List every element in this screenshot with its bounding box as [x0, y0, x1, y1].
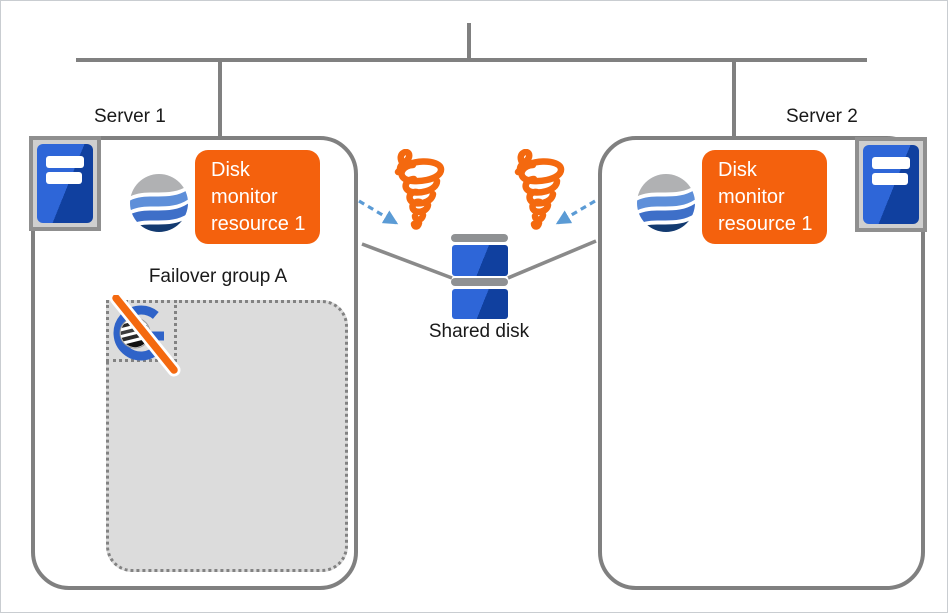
server2-label: Server 2 — [786, 106, 858, 127]
dashed-arrow-icon-left — [358, 199, 399, 225]
g-ring — [113, 305, 162, 361]
server1-disk-line — [361, 242, 453, 280]
disk-monitor-resource-badge-2: Disk monitor resource 1 — [702, 150, 827, 244]
shared-disk-label: Shared disk — [428, 321, 530, 342]
tornado-icon-1 — [394, 149, 445, 230]
server-icon-1 — [29, 136, 101, 231]
server-slot-bar — [872, 173, 908, 185]
server-slot-bar — [46, 172, 82, 184]
tornado-icon-2 — [514, 149, 565, 230]
shared-disk-icon — [452, 289, 508, 319]
cluster-logo-icon-1 — [130, 174, 188, 232]
server-icon-2 — [855, 137, 927, 232]
server-slot-bar — [872, 157, 910, 169]
disk-monitor-resource-badge-1: Disk monitor resource 1 — [195, 150, 320, 244]
cluster-logo-icon-2 — [637, 174, 695, 232]
shared-disk-icon — [451, 278, 508, 286]
server2-disk-line — [507, 239, 597, 280]
group-resource-disabled-icon — [109, 295, 181, 377]
slash-icon — [112, 295, 178, 374]
failover-group-label: Failover group A — [148, 266, 288, 287]
dashed-arrow-icon-right — [555, 199, 596, 225]
shared-disk-icon — [451, 234, 508, 242]
server-tower — [863, 145, 919, 224]
server-slot-bar — [46, 156, 84, 168]
shared-disk-icon — [452, 245, 508, 276]
server-tower — [37, 144, 93, 223]
server1-label: Server 1 — [94, 106, 166, 127]
